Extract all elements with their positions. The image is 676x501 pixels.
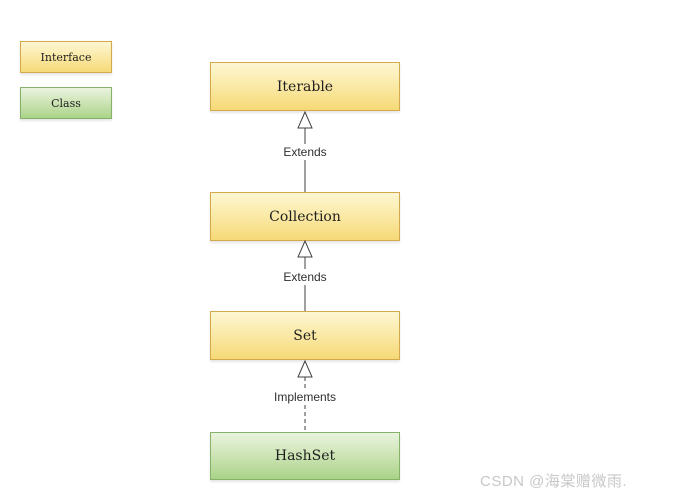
hollow-triangle-arrowhead-icon — [297, 111, 313, 129]
legend-interface-label: Interface — [40, 50, 92, 64]
hollow-triangle-arrowhead-icon — [297, 360, 313, 378]
edge-label-implements: Implements — [269, 389, 341, 405]
node-iterable: Iterable — [210, 62, 400, 111]
edge-label-extends-2: Extends — [279, 269, 331, 285]
node-hashset-label: HashSet — [274, 448, 336, 464]
node-iterable-label: Iterable — [276, 78, 334, 95]
legend-item-class: Class — [20, 87, 112, 119]
hollow-triangle-arrowhead-icon — [297, 240, 313, 258]
implements-connector-set — [297, 360, 313, 432]
node-set-label: Set — [293, 327, 317, 344]
watermark-text: CSDN @海棠赠微雨. — [480, 473, 628, 490]
edge-label-extends-1: Extends — [279, 144, 331, 160]
extends-connector-iterable — [297, 111, 313, 192]
node-collection-label: Collection — [269, 208, 341, 225]
node-set: Set — [210, 311, 400, 360]
node-hashset: HashSet — [210, 432, 400, 480]
legend-item-interface: Interface — [20, 41, 112, 73]
node-collection: Collection — [210, 192, 400, 241]
legend-class-label: Class — [51, 96, 81, 110]
